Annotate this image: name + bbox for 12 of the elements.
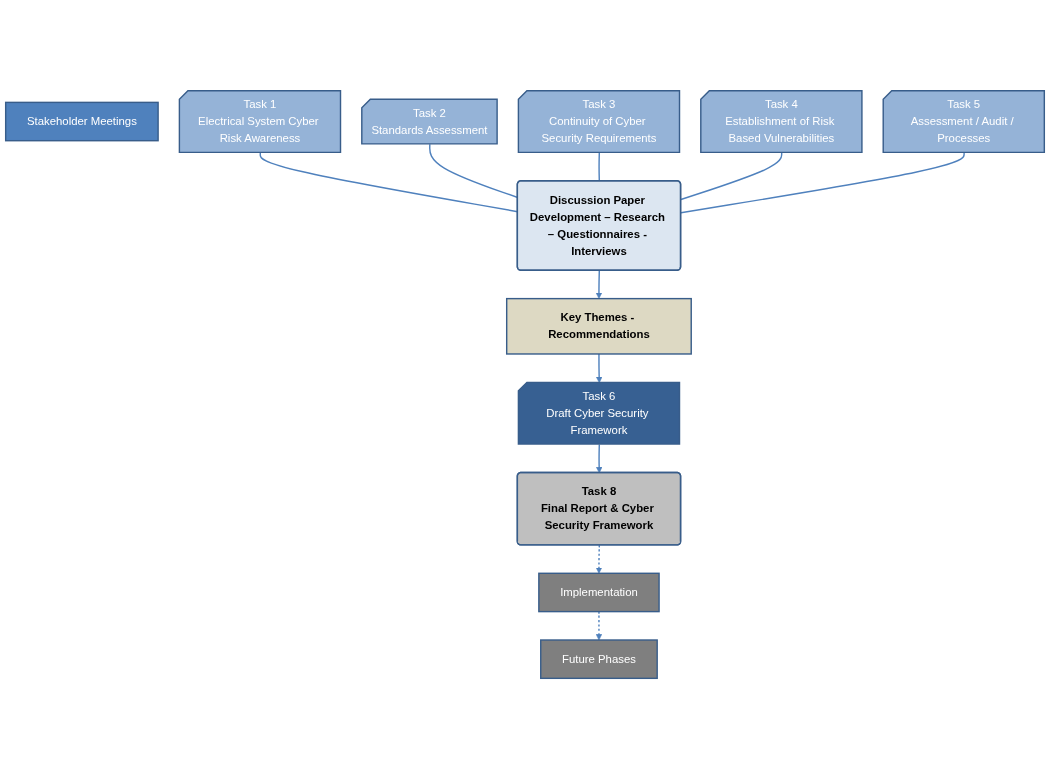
node-box: Stakeholder Meetings (4, 101, 159, 142)
connector (680, 152, 965, 214)
arrow (596, 443, 603, 474)
arrow (596, 353, 603, 383)
arrow (595, 544, 603, 574)
connector (598, 152, 600, 182)
connector (680, 152, 783, 201)
arrow (595, 610, 603, 641)
node-box: Key Themes - Recommendations (506, 297, 692, 355)
node-box: Future Phases (540, 639, 658, 680)
node-box: Implementation (538, 572, 660, 613)
arrow (595, 269, 603, 299)
